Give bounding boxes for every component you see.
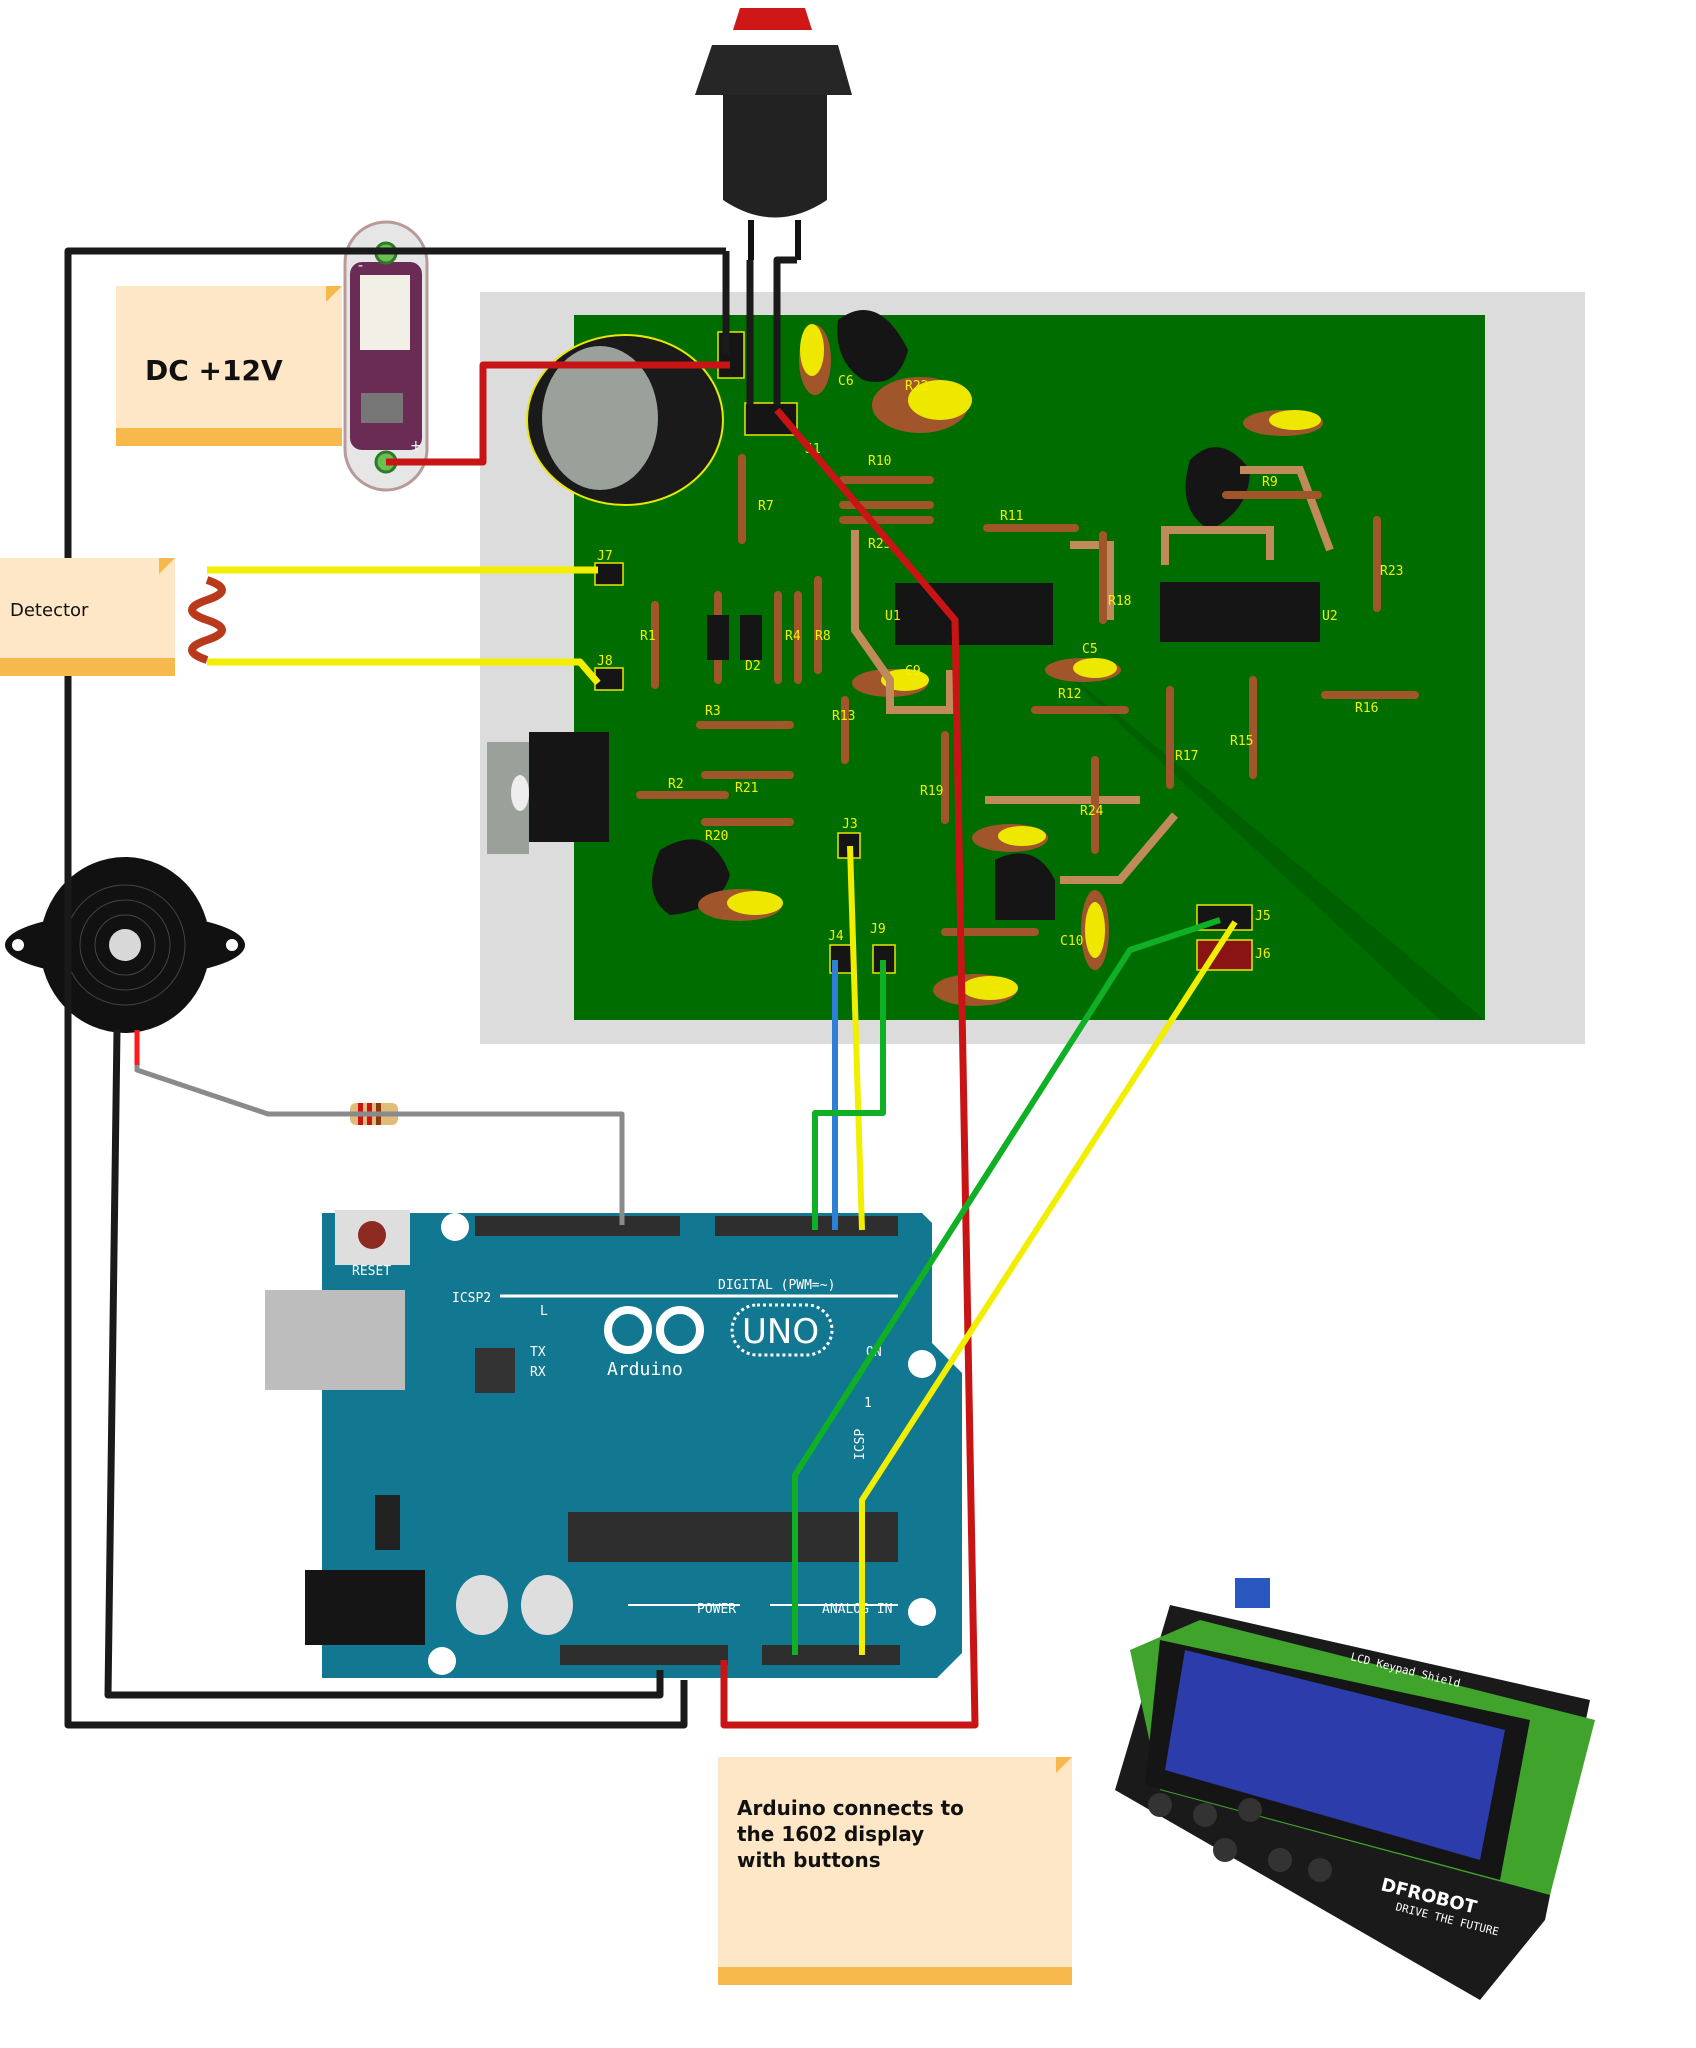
note-power: DC +12V (116, 286, 342, 446)
wire-buzzer-d11 (134, 1030, 625, 1225)
pcb-shade (1040, 650, 1485, 1020)
svg-text:R7: R7 (758, 499, 774, 514)
svg-text:R18: R18 (1108, 594, 1131, 609)
svg-text:R21: R21 (735, 781, 758, 796)
svg-text:R17: R17 (1175, 749, 1198, 764)
svg-text:J3: J3 (842, 817, 858, 832)
svg-text:ICSP2: ICSP2 (452, 1291, 491, 1306)
svg-text:TX: TX (530, 1345, 546, 1360)
note-detector-text: Detector (10, 600, 89, 621)
svg-text:U2: U2 (1322, 609, 1338, 624)
ic-u2 (1160, 582, 1320, 642)
svg-text:U1: U1 (885, 609, 901, 624)
wire-coil-bottom (207, 658, 601, 686)
diodes (707, 615, 762, 660)
svg-text:R8: R8 (815, 629, 831, 644)
note-detector: Detector (0, 558, 175, 676)
svg-text:J8: J8 (597, 654, 613, 669)
svg-text:DIGITAL (PWM=~): DIGITAL (PWM=~) (718, 1278, 835, 1293)
svg-text:J9: J9 (870, 922, 886, 937)
wire-j9-d3 (812, 960, 886, 1230)
svg-text:C9: C9 (905, 664, 921, 679)
arduino-uno[interactable]: RESET ICSP2 DIGITAL (PWM=~) L TX RX ON A… (265, 1210, 962, 1678)
note-fold (326, 286, 342, 302)
svg-text:R9: R9 (1262, 475, 1278, 490)
wire-j5-a1 (792, 917, 1221, 1655)
svg-text:UNO: UNO (742, 1312, 819, 1352)
svg-text:R23: R23 (1380, 564, 1403, 579)
svg-text:L: L (540, 1304, 548, 1319)
svg-text:C10: C10 (1060, 934, 1083, 949)
electrolytic-capacitor (526, 334, 724, 506)
svg-text:J7: J7 (597, 549, 613, 564)
svg-text:J6: J6 (1255, 947, 1271, 962)
power-switch-module[interactable]: + - (343, 220, 429, 492)
svg-text:C5: C5 (1082, 642, 1098, 657)
arduino-logo (604, 1306, 704, 1354)
note-display-line: with buttons (737, 1848, 881, 1872)
note-fold (1056, 1757, 1072, 1773)
lcd-keypad-shield: LCD Keypad Shield DFROBOT DRIVE THE FUTU… (1115, 1578, 1595, 2000)
voltage-regulator (487, 732, 609, 854)
wires (64, 247, 1238, 1729)
wire-ground-buzzer (104, 1029, 664, 1699)
note-display-text: Arduino connects to the 1602 display wit… (737, 1795, 964, 1873)
copper-traces (851, 466, 1334, 884)
svg-text:R20: R20 (705, 829, 728, 844)
svg-text:J5: J5 (1255, 909, 1271, 924)
svg-text:R19: R19 (920, 784, 943, 799)
svg-text:D2: D2 (745, 659, 761, 674)
svg-text:R12: R12 (1058, 687, 1081, 702)
svg-text:ANALOG IN: ANALOG IN (822, 1602, 892, 1617)
pcb-silkscreen-labels: J1 R10 R25 R22 R11 R9 C5 R12 R16 R3 R2 R… (597, 374, 1403, 962)
svg-text:J4: J4 (828, 929, 844, 944)
svg-text:R13: R13 (832, 709, 855, 724)
wire-button-to-j1b (773, 256, 797, 405)
svg-text:Arduino: Arduino (607, 1359, 683, 1380)
svg-text:ICSP: ICSP (853, 1429, 868, 1460)
svg-text:R22: R22 (905, 379, 928, 394)
note-band (116, 428, 342, 446)
piezo-buzzer (5, 857, 245, 1033)
svg-text:R3: R3 (705, 704, 721, 719)
svg-text:R24: R24 (1080, 804, 1104, 819)
wire-j5-a4 (859, 920, 1238, 1655)
push-button[interactable] (695, 8, 852, 260)
svg-text:R11: R11 (1000, 509, 1023, 524)
svg-text:C6: C6 (838, 374, 854, 389)
note-band (718, 1967, 1072, 1985)
svg-text:+: + (410, 438, 422, 454)
svg-text:R1: R1 (640, 629, 656, 644)
wire-vin (720, 407, 979, 1729)
svg-text:-: - (358, 258, 363, 274)
svg-text:RESET: RESET (352, 1264, 391, 1279)
detector-coil (188, 576, 226, 664)
svg-text:R2: R2 (668, 777, 684, 792)
svg-text:R4: R4 (785, 629, 801, 644)
note-display: Arduino connects to the 1602 display wit… (718, 1757, 1072, 1985)
note-display-line: Arduino connects to (737, 1796, 964, 1820)
note-power-text: DC +12V (145, 354, 283, 387)
note-band (0, 658, 175, 676)
svg-text:R16: R16 (1355, 701, 1378, 716)
ic-u1 (895, 583, 1053, 645)
note-fold (159, 558, 175, 574)
svg-text:1: 1 (864, 1396, 872, 1411)
wire-j3-d1 (847, 845, 865, 1231)
svg-text:R10: R10 (868, 454, 891, 469)
svg-text:R15: R15 (1230, 734, 1253, 749)
note-display-line: the 1602 display (737, 1822, 925, 1846)
wire-ground-main (64, 247, 726, 1729)
svg-text:RX: RX (530, 1365, 546, 1380)
svg-text:POWER: POWER (697, 1602, 736, 1617)
wire-power-12v (386, 361, 730, 466)
